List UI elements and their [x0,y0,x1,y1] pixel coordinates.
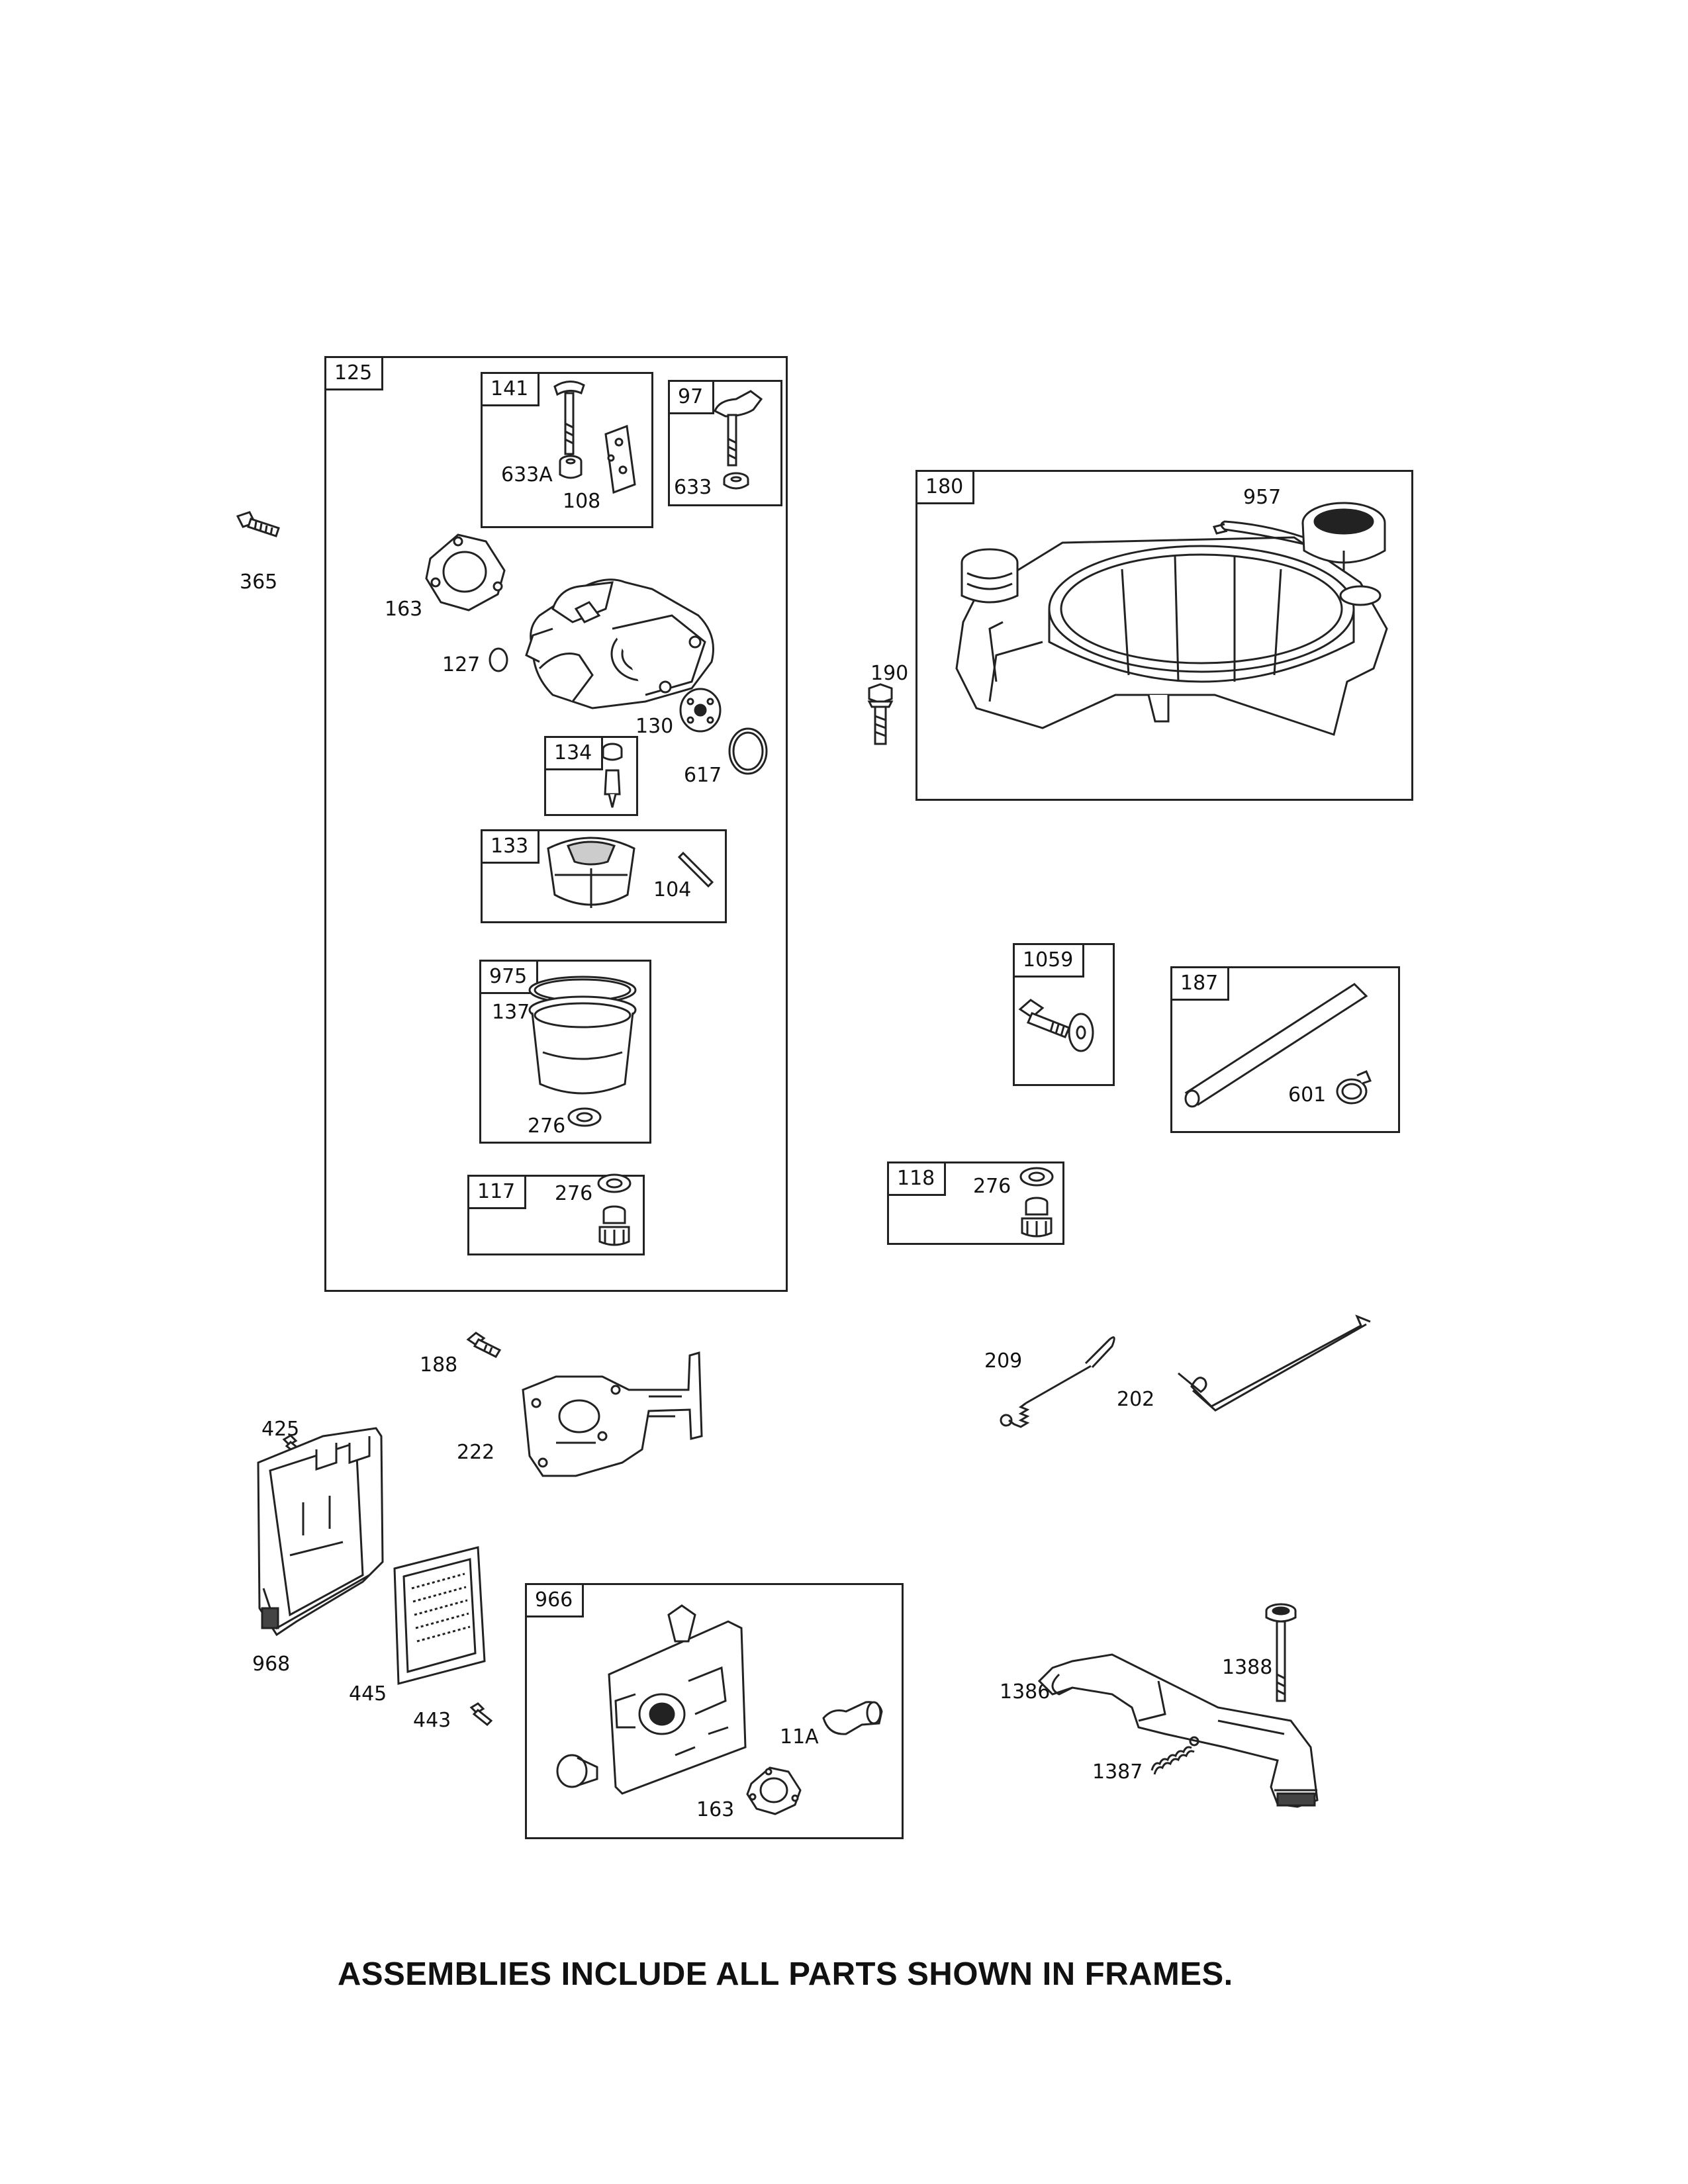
gasket-163-illustration [421,529,514,615]
lever-1386-illustration [1033,1648,1337,1813]
part-label-108: 108 [563,490,601,513]
frame-134: 134 [544,736,638,816]
part-label-104: 104 [653,878,692,901]
bowl-bolt-118-illustration [1017,1195,1056,1241]
frame-141: 141 [481,372,653,528]
frame-966: 966 [525,1583,904,1839]
part-label-188: 188 [420,1353,458,1377]
fuel-cap-957-illustration [1211,498,1390,577]
screw-188-illustration [465,1330,505,1363]
frame-975: 975 [479,960,651,1144]
frame-118: 118 [887,1161,1064,1245]
frame-label: 134 [544,736,604,770]
washer-1059-illustration [1064,1009,1098,1056]
part-label-222: 222 [457,1441,495,1464]
part-label-276: 276 [973,1175,1011,1198]
fuel-tank-180-illustration [950,529,1400,748]
fuel-bowl-975-illustration [523,973,642,1105]
part-label-137: 137 [492,1001,530,1024]
clamp-601-illustration [1331,1069,1377,1109]
part-label-601: 601 [1288,1083,1327,1107]
bracket-222-illustration [516,1350,715,1482]
part-label-445: 445 [349,1682,387,1706]
elbow-11a-illustration [820,1694,886,1741]
primer-bulb-illustration [551,1747,604,1794]
part-label-1387: 1387 [1092,1760,1143,1784]
bowl-bolt-117-illustration [594,1203,634,1250]
frame-label: 1059 [1013,943,1085,978]
washer-633-illustration [722,471,751,492]
frame-180: 180 [915,470,1413,801]
frame-label: 141 [481,372,540,406]
frame-label: 133 [481,829,540,864]
bolt-190-illustration [864,682,897,748]
part-label-633a: 633A [501,463,553,486]
needle-valve-134-illustration [596,741,629,814]
part-label-209: 209 [984,1349,1023,1373]
frame-label: 97 [668,380,715,414]
part-label-633: 633 [674,476,712,499]
ring-127-illustration [485,645,512,674]
washer-276-illustration [566,1105,603,1132]
part-label-163: 163 [696,1798,735,1821]
part-label-163: 163 [385,598,423,621]
part-label-190: 190 [870,662,909,685]
frame-label: 117 [467,1175,527,1209]
carburetor-assembly-966-illustration [596,1602,755,1794]
link-202-illustration [1158,1314,1377,1413]
part-label-1388: 1388 [1222,1656,1273,1679]
part-label-130: 130 [635,715,674,738]
part-label-202: 202 [1117,1388,1155,1411]
part-label-425: 425 [261,1418,300,1441]
air-filter-445-illustration [385,1542,491,1688]
frame-label: 180 [915,470,975,504]
air-cleaner-base-968-illustration [250,1423,389,1641]
part-label-443: 443 [413,1709,451,1732]
part-label-968: 968 [252,1653,291,1676]
frame-label: 125 [324,356,384,390]
frame-97: 97 [668,380,782,506]
spring-1387-illustration [1145,1731,1198,1777]
gasket-108-illustration [599,424,639,496]
part-label-957: 957 [1243,486,1282,509]
frame-label: 118 [887,1161,947,1196]
gasket-163-illustration [745,1764,804,1817]
washer-276-illustration [1018,1165,1055,1191]
plate-130-illustration [677,687,724,733]
part-label-365: 365 [240,570,278,594]
part-label-127: 127 [442,653,481,676]
screw-141-illustration [549,377,589,463]
spring-209-illustration [980,1330,1119,1430]
bolt-1059-illustration [1016,996,1102,1049]
part-label-11a: 11A [780,1725,819,1749]
float-133-illustration [541,829,641,915]
frame-125: 125 [324,356,788,1292]
frame-133: 133 [481,829,727,923]
frame-label: 966 [525,1583,585,1617]
part-label-617: 617 [684,764,722,787]
o-ring-617-illustration [725,725,771,778]
screw-1388-illustration [1261,1602,1301,1707]
screw-97-illustration [710,387,769,473]
frame-187: 187 [1170,966,1400,1133]
frame-label: 187 [1170,966,1230,1001]
part-label-1386: 1386 [1000,1680,1051,1704]
frame-117: 117 [467,1175,645,1255]
frame-1059: 1059 [1013,943,1115,1086]
bolt-365-illustration [235,510,288,549]
carburetor-illustration [513,569,731,721]
part-label-276: 276 [555,1182,593,1205]
screw-443-illustration [469,1701,495,1727]
fuel-line-187-illustration [1177,976,1376,1109]
pin-104-illustration [675,850,715,890]
spacer-633a-illustration [556,453,585,482]
washer-276-illustration [596,1171,633,1198]
frame-label: 975 [479,960,539,994]
assemblies-note: ASSEMBLIES INCLUDE ALL PARTS SHOWN IN FR… [338,1956,1233,1992]
part-label-276: 276 [528,1115,566,1138]
